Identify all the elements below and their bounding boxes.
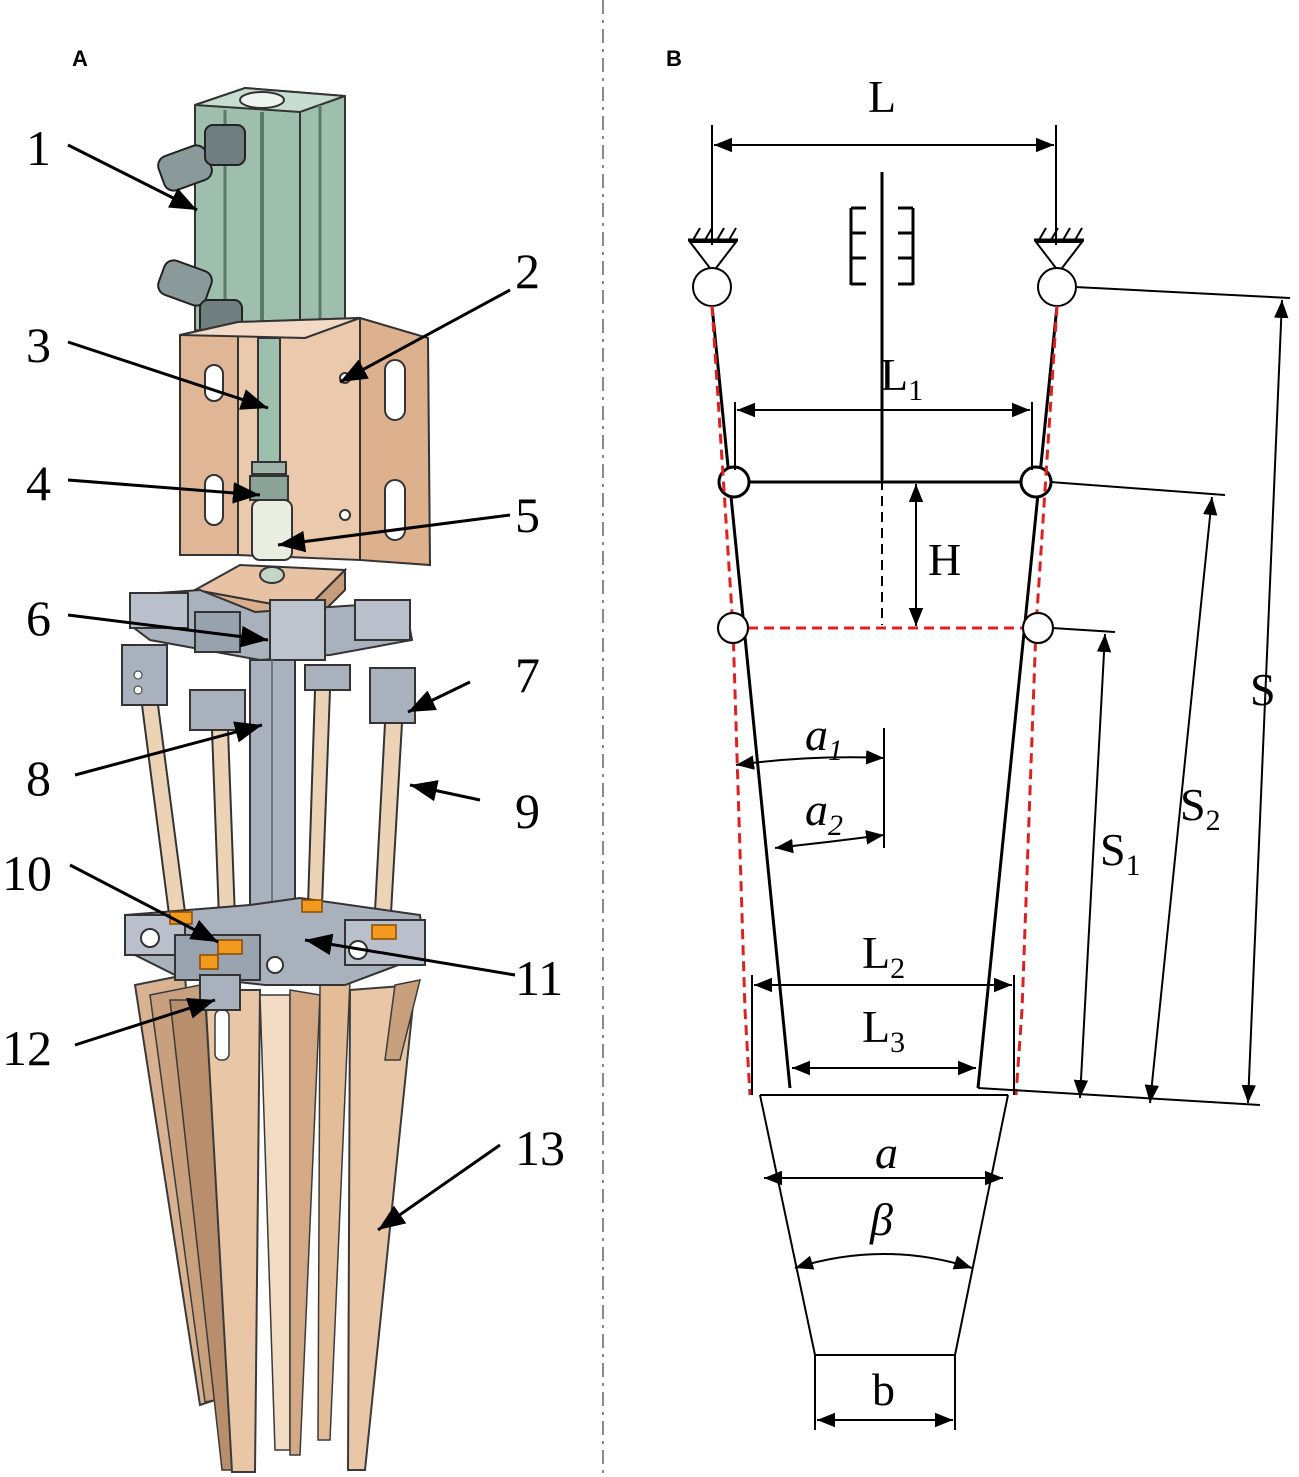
gripper-model	[121, 86, 432, 1473]
dim-line-S	[1241, 299, 1289, 1104]
label-b: b	[872, 1364, 895, 1415]
fixed-support-right	[1033, 227, 1085, 307]
finger-profile	[759, 1094, 1009, 1430]
callout-11: 11	[515, 950, 563, 1006]
callout-8: 8	[26, 750, 51, 806]
linkage-open	[710, 305, 1059, 1096]
angle-arc-beta	[794, 1253, 973, 1270]
label-S2: S2	[1180, 779, 1221, 837]
callout-13: 13	[515, 1120, 565, 1176]
angle-arc-a2	[774, 830, 885, 854]
callout-7: 7	[515, 647, 540, 703]
linkage-closed	[710, 305, 1059, 1089]
label-beta: β	[869, 1194, 893, 1245]
air-fitting-upper	[157, 124, 246, 192]
panel-letter-a: A	[72, 46, 88, 71]
label-H: H	[928, 534, 961, 585]
label-S: S	[1250, 664, 1276, 715]
label-L: L	[868, 71, 896, 122]
schematic-labels: L L1 H a1 a2 L2 L3 S S2 S1 a β b	[805, 71, 1276, 1415]
label-a2: a2	[805, 784, 843, 842]
joint-block-left	[121, 644, 168, 706]
callout-2: 2	[515, 243, 540, 299]
callout-numbers: 1 2 3 4 5 6 7 8 9 10 11 12 13	[2, 120, 565, 1176]
callout-leaders	[67, 143, 516, 1232]
fixed-support-left	[687, 227, 739, 307]
air-cylinder	[157, 86, 346, 342]
dim-line-S1	[1073, 633, 1112, 1099]
linkage-rods	[140, 689, 404, 946]
label-L3: L3	[862, 1001, 905, 1059]
label-S1: S1	[1100, 824, 1141, 882]
air-fitting-lower	[157, 259, 243, 337]
label-a1: a1	[805, 709, 843, 767]
callout-1: 1	[26, 120, 51, 176]
finger-set	[133, 973, 422, 1473]
panel-letter-b: B	[666, 46, 682, 71]
label-a: a	[875, 1127, 898, 1178]
joint-block-right	[369, 667, 416, 724]
label-L1: L1	[880, 349, 923, 407]
piston-rod	[257, 337, 281, 467]
callout-6: 6	[26, 590, 51, 646]
label-L2: L2	[862, 927, 905, 985]
callout-5: 5	[515, 487, 540, 543]
callout-3: 3	[26, 317, 51, 373]
dim-line-S2	[1144, 496, 1218, 1104]
orange-bushings	[169, 899, 397, 970]
guide-symbol	[849, 206, 915, 286]
upper-spider	[121, 588, 416, 731]
mounting-bracket	[179, 316, 432, 633]
angle-arc-a1	[735, 750, 885, 770]
callout-9: 9	[515, 783, 540, 839]
callout-4: 4	[26, 455, 51, 511]
schematic	[687, 125, 1291, 1430]
callout-10: 10	[2, 845, 52, 901]
callout-12: 12	[2, 1020, 52, 1076]
